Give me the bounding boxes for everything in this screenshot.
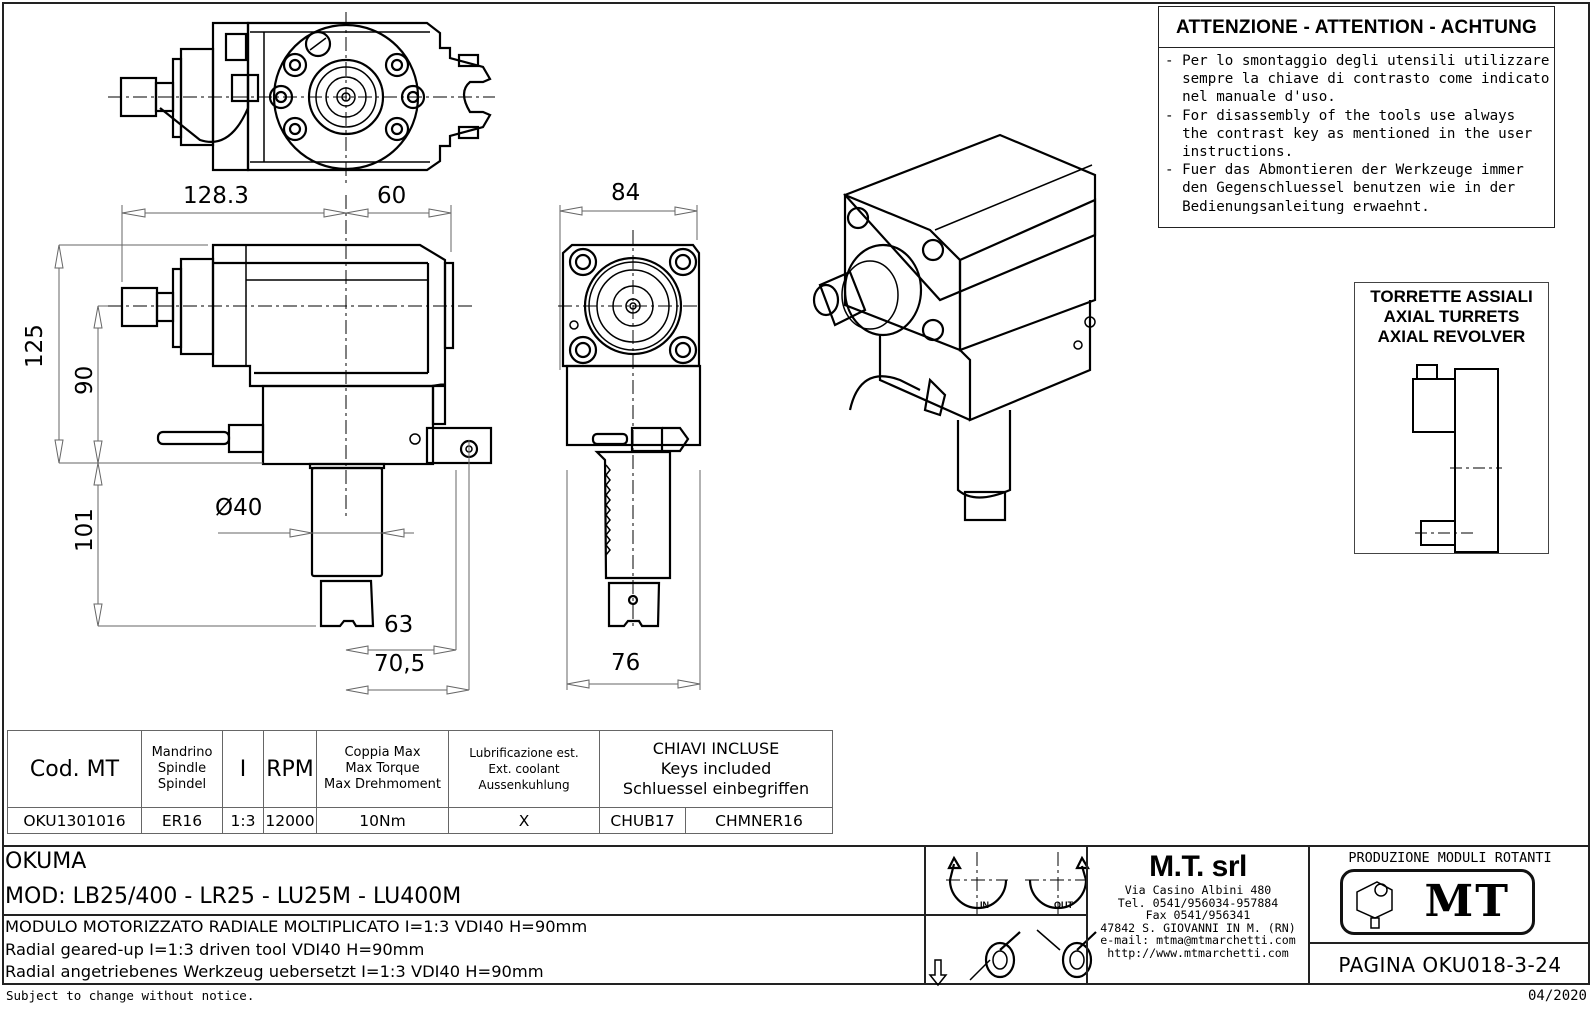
- turret-title: TORRETTE ASSIALI AXIAL TURRETS AXIAL REV…: [1355, 283, 1548, 347]
- header-keys-it: CHIAVI INCLUSE: [652, 739, 780, 758]
- header-torque: Coppia Max Max Torque Max Drehmoment: [316, 730, 449, 808]
- spec-table: Cod. MT Mandrino Spindle Spindel I RPM C…: [7, 730, 833, 834]
- cell-key1: CHUB17: [599, 807, 686, 834]
- header-code: Cod. MT: [7, 730, 142, 808]
- cell-torque: 10Nm: [316, 807, 449, 834]
- dim-63: 63: [384, 612, 414, 638]
- header-coolant-it: Lubrificazione est.: [469, 746, 579, 760]
- header-coolant-en: Ext. coolant: [488, 762, 560, 776]
- warning-title: ATTENZIONE - ATTENTION - ACHTUNG: [1159, 7, 1554, 48]
- rotation-out-label: OUT: [1054, 900, 1073, 910]
- cell-spindle: ER16: [141, 807, 223, 834]
- disclaimer: Subject to change without notice.: [6, 988, 255, 1003]
- turret-title-en: AXIAL TURRETS: [1383, 307, 1520, 326]
- production-label: PRODUZIONE MODULI ROTANTI: [1348, 850, 1552, 866]
- dim-90: 90: [72, 365, 98, 395]
- turret-title-it: TORRETTE ASSIALI: [1370, 287, 1533, 306]
- axial-turrets-box: TORRETTE ASSIALI AXIAL TURRETS AXIAL REV…: [1354, 282, 1549, 554]
- header-coolant-de: Aussenkuhlung: [478, 778, 570, 792]
- header-torque-de: Max Drehmoment: [324, 777, 441, 792]
- front-view: [558, 205, 702, 690]
- dim-60: 60: [377, 183, 407, 209]
- machine-brand: OKUMA: [5, 849, 87, 874]
- dimension-128-3-60: [121, 195, 452, 520]
- top-view: [108, 12, 495, 185]
- header-keys-de: Schluessel einbegriffen: [622, 779, 810, 798]
- header-spindle: Mandrino Spindle Spindel: [141, 730, 223, 808]
- description-en: Radial geared-up I=1:3 driven tool VDI40…: [5, 939, 425, 959]
- dim-84: 84: [611, 180, 641, 206]
- drawing-frame: [2, 2, 1590, 985]
- header-ratio: I: [222, 730, 264, 808]
- rotating-module-icon: [1356, 881, 1393, 929]
- rotation-direction-icons: [946, 852, 1090, 915]
- rotation-direction-cell: IN OUT: [926, 847, 1086, 916]
- header-spindle-it: Mandrino: [151, 745, 213, 760]
- cell-code: OKU1301016: [7, 807, 142, 834]
- title-block-description: OKUMA MOD: LB25/400 - LR25 - LU25M - LU4…: [2, 847, 926, 984]
- company-info: M.T. srl Via Casino Albini 480 Tel. 0541…: [1088, 847, 1310, 984]
- machine-models: MOD: LB25/400 - LR25 - LU25M - LU400M: [5, 884, 462, 909]
- dim-diameter-40: Ø40: [215, 495, 263, 521]
- dim-76: 76: [611, 650, 641, 676]
- isometric-view: [812, 133, 1097, 522]
- header-torque-it: Coppia Max: [344, 745, 421, 760]
- cell-coolant: X: [448, 807, 600, 834]
- dim-101: 101: [72, 508, 98, 552]
- cell-rpm: 12000: [263, 807, 317, 834]
- header-keys-en: Keys included: [660, 759, 772, 778]
- cell-key2: CHMNER16: [685, 807, 833, 834]
- company-address: Via Casino Albini 480 Tel. 0541/956034-9…: [1100, 883, 1296, 960]
- description-de: Radial angetriebenes Werkzeug uebersetzt…: [5, 962, 544, 981]
- table-row: OKU1301016 ER16 1:3 12000 10Nm X CHUB17 …: [7, 807, 833, 834]
- product-description: MODULO MOTORIZZATO RADIALE MOLTIPLICATO …: [2, 914, 924, 984]
- company-name: M.T. srl: [1149, 850, 1247, 883]
- revision-date: 04/2020: [1527, 988, 1587, 1004]
- title-block: OKUMA MOD: LB25/400 - LR25 - LU25M - LU4…: [2, 845, 1590, 985]
- warning-text: - Per lo smontaggio degli utensili utili…: [1165, 53, 1550, 215]
- rotation-in-label: IN: [980, 900, 989, 910]
- description-it: MODULO MOTORIZZATO RADIALE MOLTIPLICATO …: [5, 917, 588, 936]
- spec-table-header: Cod. MT Mandrino Spindle Spindel I RPM C…: [7, 730, 833, 808]
- header-spindle-de: Spindel: [157, 777, 207, 792]
- side-view: [108, 243, 493, 628]
- page-number: PAGINA OKU018-3-24: [1310, 942, 1590, 986]
- dim-70-5: 70,5: [374, 651, 426, 677]
- turret-title-de: AXIAL REVOLVER: [1377, 327, 1526, 346]
- company-logo-cell: PRODUZIONE MODULI ROTANTI MT PAGINA OKU0…: [1310, 847, 1590, 984]
- header-rpm: RPM: [263, 730, 317, 808]
- warning-box: ATTENZIONE - ATTENTION - ACHTUNG - Per l…: [1158, 6, 1555, 228]
- header-coolant: Lubrificazione est. Ext. coolant Aussenk…: [448, 730, 600, 808]
- header-keys: CHIAVI INCLUSE Keys included Schluessel …: [599, 730, 833, 808]
- header-spindle-en: Spindle: [157, 761, 207, 776]
- axial-turret-sketch: [1412, 364, 1502, 553]
- dimension-vertical: [54, 244, 470, 695]
- header-torque-en: Max Torque: [345, 761, 420, 776]
- dim-125: 125: [22, 324, 48, 368]
- cell-ratio: 1:3: [222, 807, 264, 834]
- dim-128-3: 128.3: [183, 183, 249, 209]
- rotation-icons-cell: IN OUT: [926, 847, 1088, 984]
- logo-text: MT: [1424, 876, 1510, 927]
- mt-logo: MT: [1340, 869, 1535, 935]
